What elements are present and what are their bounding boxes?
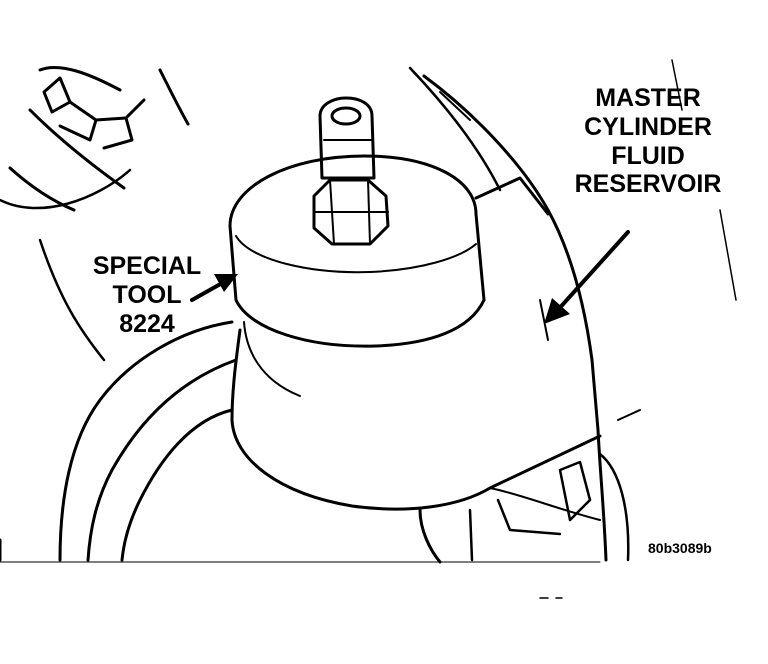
reservoir-callout-line: MASTER xyxy=(595,84,701,112)
special-tool-callout-line: TOOL xyxy=(112,280,182,309)
reservoir-callout-line: FLUID xyxy=(611,141,685,170)
reservoir-arrow xyxy=(544,230,630,324)
housing-curves-drawing xyxy=(0,168,238,562)
hose-fitting-drawing xyxy=(8,65,190,212)
tool-arrow xyxy=(190,274,238,302)
tool-stem-drawing xyxy=(312,96,390,246)
special-tool-callout-line: 8224 xyxy=(119,309,175,338)
figure-code: 80b3089b xyxy=(648,540,712,556)
tool-cap-drawing xyxy=(228,154,486,348)
tool-base-drawing xyxy=(230,299,602,521)
reservoir-callout-line: RESERVOIR xyxy=(574,170,722,199)
lower-details-drawing xyxy=(0,409,641,599)
special-tool-callout-line: SPECIAL xyxy=(92,252,202,280)
reservoir-callout-line: CYLINDER xyxy=(584,112,712,141)
callout-arrows xyxy=(190,230,630,324)
reservoir-callout-label: MASTER CYLINDER FLUID RESERVOIR xyxy=(560,84,736,199)
special-tool-callout-label: SPECIAL TOOL 8224 xyxy=(80,252,214,338)
reservoir-body-drawing xyxy=(408,59,737,562)
